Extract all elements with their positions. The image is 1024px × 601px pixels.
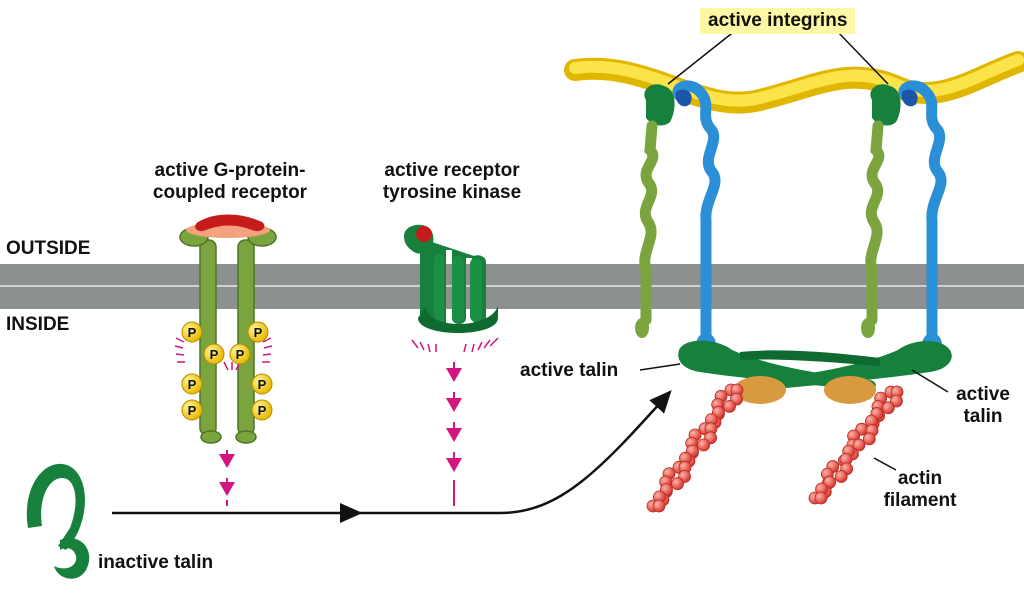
phosphate-group: P [251, 399, 273, 421]
actin-monomer [881, 401, 895, 415]
actin-filament-left [646, 383, 744, 513]
label-rtk: active receptor tyrosine kinase [372, 160, 532, 204]
label-actin-filament: actin filament [872, 468, 968, 512]
phosphate-label: P [188, 377, 197, 392]
phosphate-group: P [181, 321, 203, 343]
actin-monomer [723, 399, 736, 413]
active-talin [678, 340, 952, 404]
phosphate-label: P [258, 403, 267, 418]
activation-pathway-arrow [112, 390, 672, 523]
phosphate-group: P [181, 399, 203, 421]
phosphate-label: P [236, 347, 245, 362]
actin-monomer [697, 438, 710, 452]
phosphate-group: P [251, 373, 273, 395]
actin-monomer [652, 499, 666, 513]
phosphate-label: P [210, 347, 219, 362]
label-rtk-line1: active receptor [384, 160, 520, 181]
gpcr-receptor [179, 214, 277, 444]
label-rtk-line2: tyrosine kinase [382, 182, 522, 203]
label-active-talin-right-line1: active [956, 384, 1010, 405]
label-active-talin-left: active talin [520, 360, 619, 381]
label-inactive-talin: inactive talin [98, 552, 214, 573]
label-leader-lines [639, 29, 949, 471]
actin-monomer [834, 470, 848, 483]
label-gpcr-line1: active G-protein- [154, 160, 306, 181]
label-gpcr: active G-protein- coupled receptor [138, 160, 322, 204]
inactive-talin [26, 463, 90, 579]
signal-arrows [219, 362, 462, 506]
receptor-tyrosine-kinase [404, 224, 498, 333]
label-active-talin-right-line2: talin [963, 406, 1003, 427]
phosphate-group: P [181, 373, 203, 395]
label-outside: OUTSIDE [6, 238, 91, 259]
label-actin-line2: filament [883, 490, 957, 511]
plasma-membrane [0, 264, 1024, 309]
phosphate-label: P [188, 403, 197, 418]
actin-monomer [671, 477, 684, 491]
phosphate-label: P [188, 325, 197, 340]
actin-monomer [852, 438, 866, 452]
extracellular-matrix-fiber [564, 51, 1024, 114]
phosphate-label: P [258, 377, 267, 392]
label-active-talin-right: active talin [950, 384, 1016, 428]
label-gpcr-line2: coupled receptor [152, 182, 308, 203]
integrin-right [861, 80, 947, 357]
actin-monomer [862, 432, 876, 446]
label-active-integrins: active integrins [700, 8, 856, 34]
phosphate-label: P [254, 325, 263, 340]
phosphate-group: P [203, 343, 225, 365]
actin-filament-right [808, 385, 904, 505]
rtk-activation-rays [411, 337, 499, 353]
phosphate-group: P [247, 321, 269, 343]
label-inside: INSIDE [6, 314, 70, 335]
integrin-left [635, 80, 721, 357]
phosphate-group: P [229, 343, 251, 365]
gpcr-activation-rays [174, 337, 273, 371]
actin-monomer [814, 491, 828, 505]
label-actin-line1: actin [897, 468, 943, 489]
